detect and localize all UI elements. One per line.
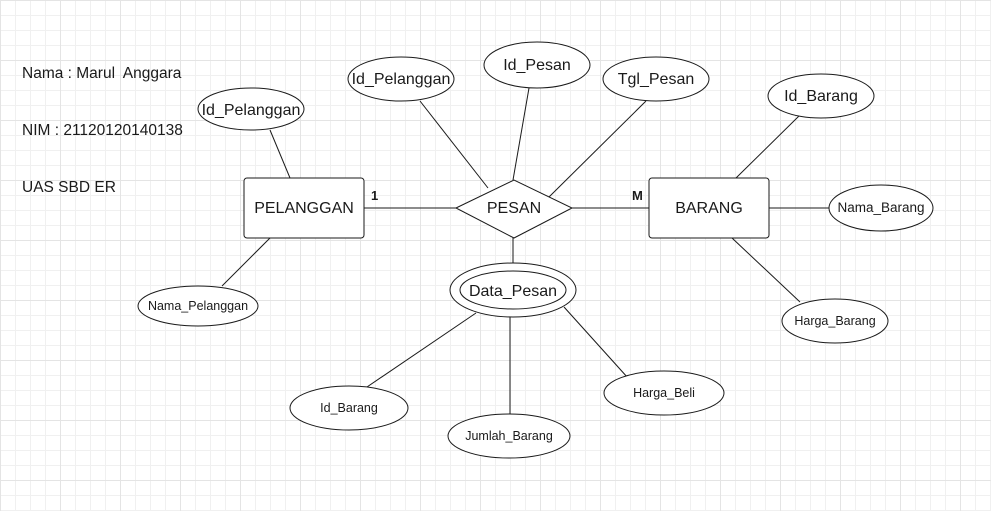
connector-lines xyxy=(221,87,829,417)
attr-pesan-id-pelanggan: Id_Pelanggan xyxy=(352,71,451,88)
attr-pesan-id-pelanggan-ellipse xyxy=(347,56,455,102)
attr-data-jumlah-ellipse xyxy=(447,413,571,459)
document-title: UAS SBD ER xyxy=(22,179,116,196)
relationship-pesan-diamond xyxy=(454,179,574,239)
entity-barang-box xyxy=(648,177,770,239)
attr-data-harga-beli: Harga_Beli xyxy=(633,386,695,400)
line-pesan-tgl xyxy=(547,100,647,199)
author-nim: NIM : 21120120140138 xyxy=(22,122,183,139)
weak-entity-data-pesan: Data_Pesan xyxy=(449,262,577,318)
attr-data-id-barang-ellipse xyxy=(289,385,409,431)
line-pesan-id-pelanggan xyxy=(419,100,489,189)
attr-barang-id-ellipse xyxy=(767,73,875,119)
relationship-pesan-label: PESAN xyxy=(487,200,541,217)
entity-barang-label: BARANG xyxy=(675,200,743,217)
attr-pesan-tgl-ellipse xyxy=(602,56,710,102)
attr-barang-nama: Nama_Barang xyxy=(837,200,924,215)
entity-barang: BARANG xyxy=(648,177,770,239)
attribute-labels: Id_Pelanggan Nama_Pelanggan Id_Pelanggan… xyxy=(148,57,925,443)
attr-barang-nama-ellipse xyxy=(828,184,934,232)
attr-pesan-id-pesan-ellipse xyxy=(483,41,591,89)
entity-pelanggan: PELANGGAN xyxy=(243,177,365,239)
cardinality-right: M xyxy=(632,188,643,203)
attr-barang-id: Id_Barang xyxy=(784,88,858,105)
weak-entity-label: Data_Pesan xyxy=(469,283,557,300)
line-pelanggan-id xyxy=(269,129,291,179)
attr-barang-harga-ellipse xyxy=(781,298,889,344)
attr-data-harga-beli-ellipse xyxy=(603,370,725,416)
attr-data-jumlah: Jumlah_Barang xyxy=(465,429,553,443)
cardinality-left: 1 xyxy=(371,188,378,203)
relationship-pesan: PESAN xyxy=(454,179,574,239)
line-barang-harga xyxy=(731,237,801,303)
line-pesan-id-pesan xyxy=(512,87,530,181)
author-name: Nama : Marul Anggara xyxy=(22,65,182,82)
weak-entity-inner xyxy=(459,270,567,310)
attr-pelanggan-id-ellipse xyxy=(197,87,305,131)
entity-pelanggan-label: PELANGGAN xyxy=(254,200,354,217)
attr-data-id-barang: Id_Barang xyxy=(320,401,378,415)
attr-barang-harga: Harga_Barang xyxy=(794,314,875,328)
attribute-ellipses xyxy=(137,41,934,459)
attr-pelanggan-id: Id_Pelanggan xyxy=(202,102,301,119)
line-data-harga-beli xyxy=(563,306,629,379)
line-pelanggan-nama xyxy=(221,237,271,287)
line-barang-id xyxy=(735,114,801,179)
attr-pesan-tgl: Tgl_Pesan xyxy=(618,71,695,88)
line-data-id-barang xyxy=(363,312,477,390)
entity-pelanggan-box xyxy=(243,177,365,239)
attr-pelanggan-nama: Nama_Pelanggan xyxy=(148,299,248,313)
attr-pesan-id-pesan: Id_Pesan xyxy=(503,57,571,74)
author-info: Nama : Marul Anggara NIM : 2112012014013… xyxy=(22,26,183,216)
attr-pelanggan-nama-ellipse xyxy=(137,285,259,327)
